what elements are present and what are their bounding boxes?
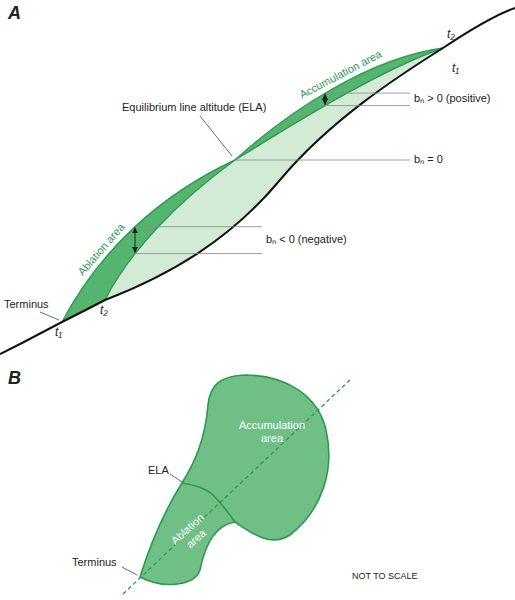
scale-note: NOT TO SCALE: [352, 570, 418, 583]
reference-line: [135, 226, 262, 227]
leader-line: [200, 116, 232, 156]
thickness-arrow: [325, 94, 326, 105]
panel-letter: A: [8, 3, 21, 23]
time-label: t₁: [452, 62, 459, 75]
ela-label: Equilibrium line altitude (ELA): [122, 101, 266, 114]
ela-label: ELA: [148, 464, 169, 477]
panel-letter: B: [8, 368, 21, 388]
bedrock-line: [0, 8, 515, 354]
ground-mask: [0, 8, 515, 362]
leader-line: [170, 474, 182, 482]
leader-line: [122, 567, 137, 575]
glacier-outline: [118, 372, 358, 597]
reference-line: [235, 160, 410, 161]
time-label: t₁: [55, 326, 62, 339]
glacier-plan: Accumulation areaAblation area: [118, 372, 358, 597]
terminus-label: Terminus: [4, 298, 49, 311]
balance-label: bₙ < 0 (negative): [266, 233, 347, 246]
surface-t1: [62, 160, 235, 322]
reference-line: [325, 105, 410, 106]
leader-line: [40, 312, 59, 320]
balance-label: bₙ = 0: [414, 153, 443, 166]
terminus-label: Terminus: [72, 556, 117, 569]
balance-label: bₙ > 0 (positive): [414, 92, 490, 105]
thickness-arrow: [135, 228, 136, 253]
zone-label: Accumulation area: [232, 419, 312, 445]
reference-line: [325, 93, 410, 94]
time-label: t₂: [447, 28, 455, 41]
time-label: t₂: [100, 304, 108, 317]
reference-line: [135, 253, 262, 254]
